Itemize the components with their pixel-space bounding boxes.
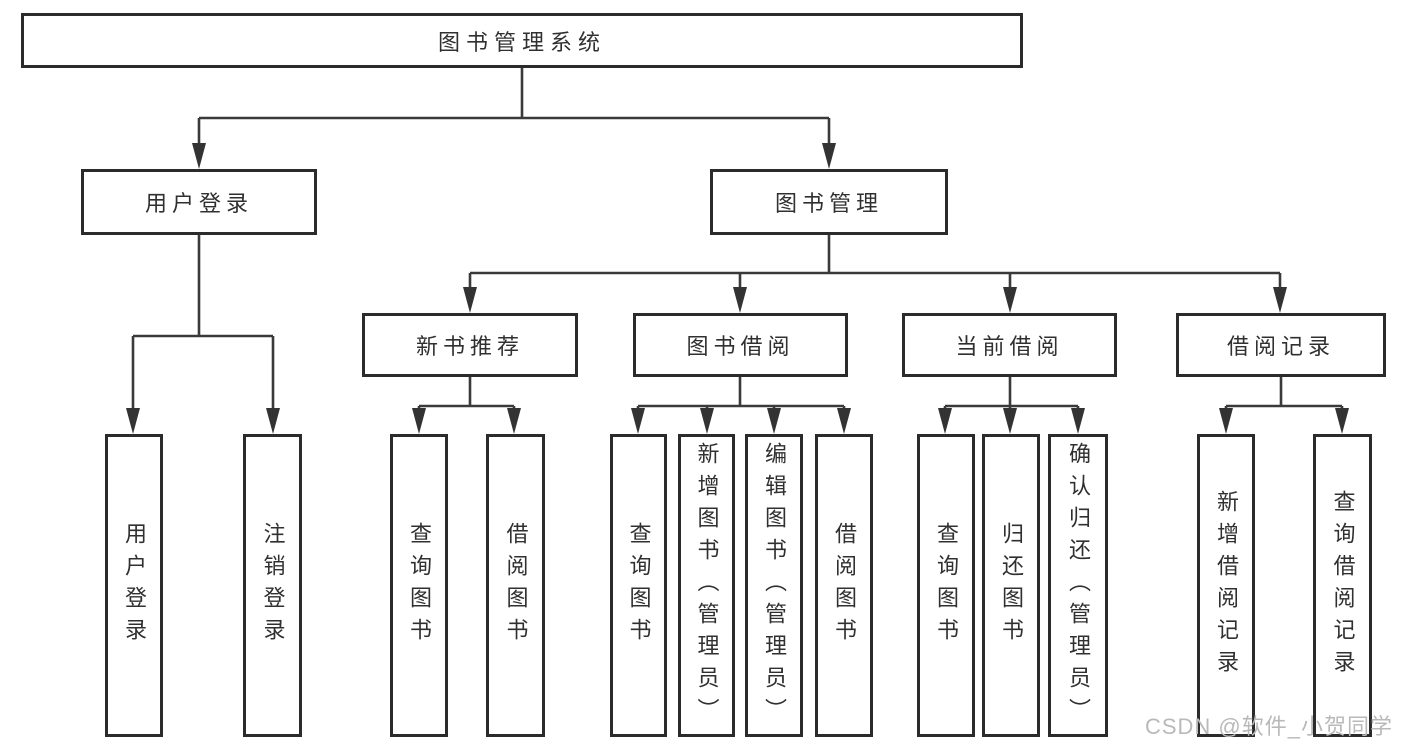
csdn-watermark: CSDN @软件_小贺同学 <box>1144 714 1393 739</box>
node-borrow-records: 借阅记录 <box>1176 313 1386 377</box>
node-user-login-label: 用户登录 <box>144 191 253 216</box>
node-book-management: 图书管理 <box>710 169 948 235</box>
wire-management-branch <box>468 235 1282 291</box>
leaf-borrow-books-label: 借阅图书 <box>832 521 857 650</box>
wire-records-branch <box>1224 377 1344 412</box>
node-new-book-recommend: 新书推荐 <box>362 313 578 377</box>
node-root: 图书管理系统 <box>21 13 1023 68</box>
node-borrow-records-label: 借阅记录 <box>1226 334 1335 359</box>
leaf-query-borrow-record: 查询借阅记录 <box>1313 434 1372 737</box>
leaf-add-books-admin-label: 新增图书（管理员） <box>694 441 720 730</box>
node-current-borrow-label: 当前借阅 <box>955 334 1064 359</box>
leaf-query-books-recommend: 查询图书 <box>390 434 448 737</box>
wire-borrow-branch <box>636 377 846 412</box>
leaf-logout-label: 注销登录 <box>260 521 286 650</box>
leaf-query-books-borrow-label: 查询图书 <box>626 521 652 650</box>
leaf-return-books-label: 归还图书 <box>999 521 1024 650</box>
node-current-borrow: 当前借阅 <box>902 313 1117 377</box>
leaf-borrow-books-recommend-label: 借阅图书 <box>503 521 529 650</box>
wire-recommend-branch <box>417 377 516 412</box>
node-book-borrow: 图书借阅 <box>633 313 848 377</box>
leaf-user-login: 用户登录 <box>105 434 163 737</box>
leaf-query-books-current-label: 查询图书 <box>934 521 959 650</box>
wire-login-branch <box>131 235 275 412</box>
arrowheads <box>126 143 1349 434</box>
node-user-login: 用户登录 <box>81 169 317 235</box>
leaf-borrow-books: 借阅图书 <box>815 434 873 737</box>
wire-current-branch <box>943 377 1080 412</box>
leaf-query-books-recommend-label: 查询图书 <box>407 521 432 650</box>
leaf-return-books: 归还图书 <box>982 434 1040 737</box>
wire-root-stem <box>197 68 831 146</box>
leaf-edit-books-admin-label: 编辑图书（管理员） <box>762 441 787 730</box>
leaf-add-books-admin: 新增图书（管理员） <box>678 434 735 737</box>
leaf-confirm-return-admin: 确认归还（管理员） <box>1048 434 1108 737</box>
node-book-borrow-label: 图书借阅 <box>686 334 795 359</box>
node-root-label: 图书管理系统 <box>437 29 606 55</box>
leaf-add-borrow-record: 新增借阅记录 <box>1197 434 1255 737</box>
leaf-confirm-return-admin-label: 确认归还（管理员） <box>1066 441 1091 730</box>
node-new-book-recommend-label: 新书推荐 <box>415 334 524 359</box>
leaf-logout: 注销登录 <box>243 434 302 737</box>
leaf-query-books-current: 查询图书 <box>917 434 975 737</box>
leaf-user-login-label: 用户登录 <box>122 521 147 650</box>
leaf-borrow-books-recommend: 借阅图书 <box>486 434 545 737</box>
leaf-add-borrow-record-label: 新增借阅记录 <box>1214 489 1239 682</box>
leaf-edit-books-admin: 编辑图书（管理员） <box>745 434 803 737</box>
leaf-query-borrow-record-label: 查询借阅记录 <box>1330 489 1356 682</box>
leaf-query-books-borrow: 查询图书 <box>610 434 667 737</box>
node-book-management-label: 图书管理 <box>774 191 883 216</box>
